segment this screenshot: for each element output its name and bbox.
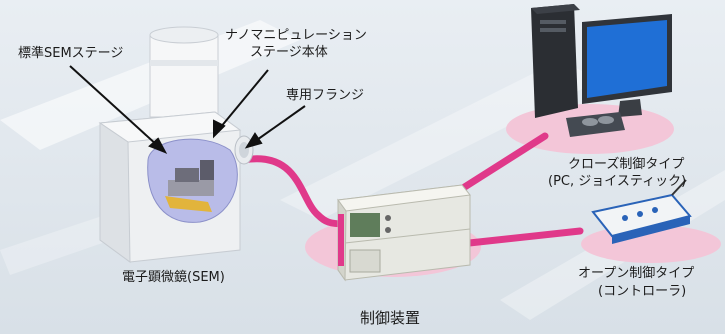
sem-instrument [98,26,254,263]
arrow-standard-stage [69,65,159,147]
remote-cable [456,227,584,248]
pc-cable [448,132,549,199]
label-nano-stage-line2: ステージ本体 [250,45,328,60]
label-nano-stage-line1: ナノマニピュレーション [225,28,367,43]
arrow-nano-stage [219,69,269,129]
callout-arrows [69,65,306,154]
label-open-control-line1: オープン制御タイプ [578,266,695,281]
label-sem: 電子顕微鏡(SEM) [122,270,225,285]
label-open-control-line2: (コントローラ) [598,284,687,299]
remote-controller [591,179,692,244]
controller-unit [337,184,471,282]
sem-cable [239,155,349,228]
label-controller: 制御装置 [360,309,421,327]
arrow-flange [253,105,306,143]
cables [239,132,584,248]
label-closed-control-line1: クローズ制御タイプ [568,157,685,172]
label-flange: 専用フランジ [286,88,365,103]
pc-workstation [531,4,672,137]
label-closed-control-line2: (PC, ジョイスティック) [548,174,687,189]
label-standard-stage: 標準SEMステージ [18,46,124,61]
